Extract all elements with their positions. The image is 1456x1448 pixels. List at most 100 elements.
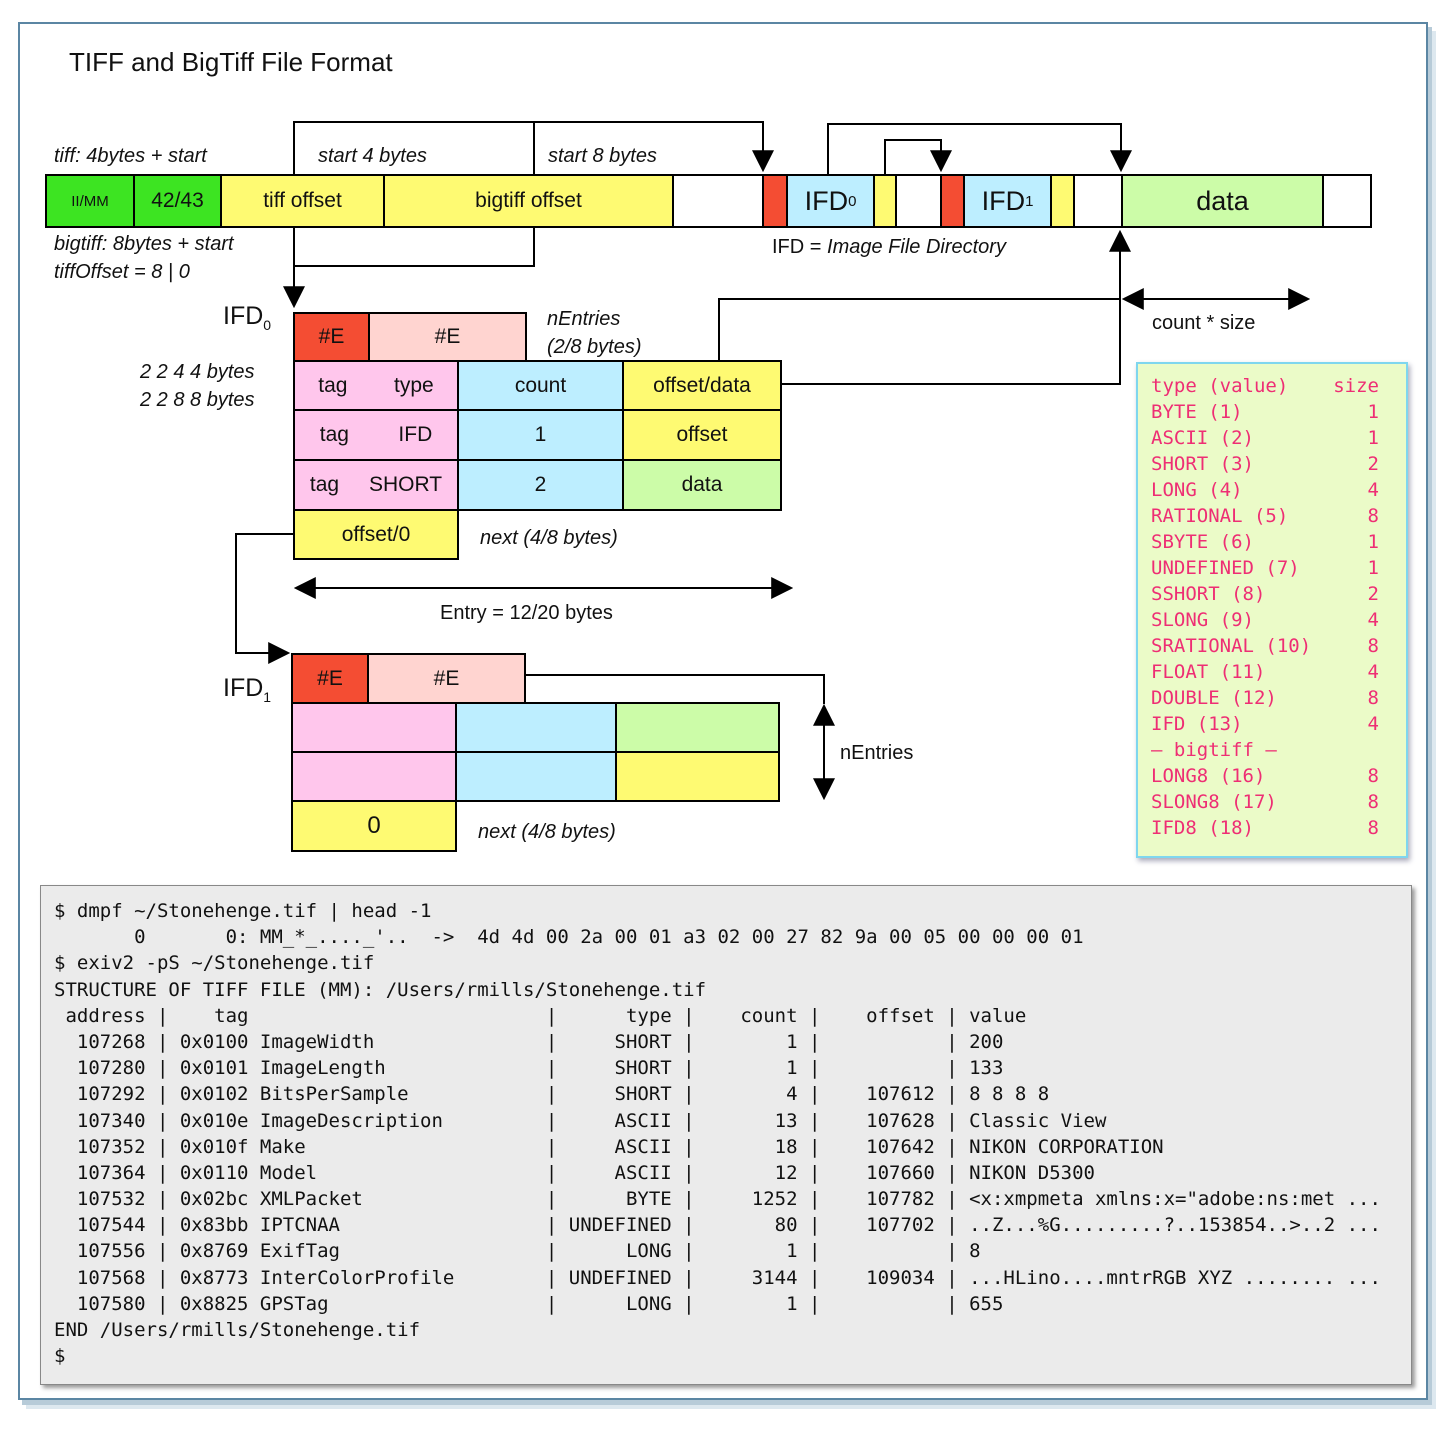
ifd1-row1-data	[615, 702, 780, 753]
terminal-line: 0 0: MM_*_...._'.. -> 4d 4d 00 2a 00 01 …	[54, 926, 1084, 949]
ifd0-next-cell	[873, 174, 897, 228]
type-size: 4	[1367, 713, 1379, 735]
page-title: TIFF and BigTiff File Format	[69, 47, 393, 77]
size-header: size	[1333, 375, 1379, 397]
magic-cell: 42/43	[133, 174, 222, 228]
arrow-next-to-ifd1	[235, 533, 294, 664]
type-table-row: SBYTE (6) 1	[1151, 529, 1379, 555]
type-size: 4	[1367, 661, 1379, 683]
terminal-line: address | tag | type | count | offset | …	[54, 1004, 1027, 1027]
type-name: FLOAT (11)	[1151, 661, 1266, 683]
type-name: — bigtiff —	[1151, 739, 1277, 761]
terminal-line: 107352 | 0x010f Make | ASCII | 18 | 1076…	[54, 1135, 1164, 1158]
type-table-row: IFD (13) 4	[1151, 711, 1379, 737]
ifd1-count-cell	[940, 174, 965, 228]
type-name: SLONG (9)	[1151, 609, 1254, 631]
ifd0-label-sub: 0	[263, 317, 272, 333]
ifd0-next-offset: offset/0	[293, 509, 459, 560]
ifd0-row3-tag: tag	[309, 473, 340, 496]
type-table-row: DOUBLE (12) 8	[1151, 685, 1379, 711]
type-size: 8	[1367, 687, 1379, 709]
start4-note: start 4 bytes	[318, 145, 427, 167]
type-table-row: IFD8 (18)8	[1151, 815, 1379, 841]
type-name: SRATIONAL (10)	[1151, 635, 1312, 657]
type-name: IFD (13)	[1151, 713, 1243, 735]
ifd1-bar-label: IFD	[981, 185, 1026, 216]
ifd0-row2-offset: offset	[622, 409, 782, 461]
start8-note: start 8 bytes	[548, 145, 657, 167]
count-size-note: count * size	[1152, 312, 1256, 334]
type-name: ASCII (2)	[1151, 427, 1254, 449]
type-table-row: UNDEFINED (7)1	[1151, 555, 1379, 581]
ifd0-bar-label: IFD	[804, 185, 849, 216]
ifd1-next-offset: 0	[291, 800, 457, 852]
ifd0-row2-tag: tag	[319, 423, 349, 446]
type-table-row: ASCII (2)1	[1151, 425, 1379, 451]
ifd0-count-cell	[762, 174, 788, 228]
ifd1-entry-count-cell-2: #E	[367, 653, 526, 704]
line-ifd1-nentries	[526, 674, 825, 704]
entry-size-note: Entry = 12/20 bytes	[440, 602, 613, 624]
tiff-header-note: tiff: 4bytes + start	[54, 145, 207, 167]
type-name: SHORT (3)	[1151, 453, 1254, 475]
type-name: SLONG8 (17)	[1151, 791, 1277, 813]
ifd0-bar-subscript: 0	[848, 192, 857, 210]
ifd0-row2-tagtype: tag IFD	[293, 409, 459, 461]
type-table-row: SLONG (9)4	[1151, 607, 1379, 633]
ifd0-next-note: next (4/8 bytes)	[480, 527, 618, 549]
ifd0-row1-tag: tag	[318, 373, 348, 397]
type-name: DOUBLE (12)	[1151, 687, 1277, 709]
nentries-bytes-note: (2/8 bytes)	[547, 336, 642, 358]
line-offset-to-data	[718, 298, 1120, 360]
bytes-tiff-note: 2 2 4 4 bytes	[140, 361, 255, 383]
tiff-offset-cell: tiff offset	[220, 174, 385, 228]
type-name: IFD8 (18)	[1151, 817, 1254, 839]
ifd1-next-cell	[1050, 174, 1075, 228]
terminal-line: END /Users/rmills/Stonehenge.tif	[54, 1319, 421, 1341]
nentries-note: nEntries	[547, 308, 621, 330]
ifd1-row2-offset	[615, 751, 780, 802]
type-table-row: SRATIONAL (10)8	[1151, 633, 1379, 659]
ifd0-row3-count: 2	[457, 459, 624, 511]
ifd0-label: IFD0	[223, 302, 271, 333]
gap-cell-3	[1073, 174, 1123, 228]
type-name: RATIONAL (5)	[1151, 505, 1289, 527]
ifd-definition: IFD = Image File Directory	[772, 236, 1006, 259]
type-table-row: LONG8 (16)8	[1151, 763, 1379, 789]
bigtiff-offset-cell: bigtiff offset	[383, 174, 674, 228]
terminal-line: 107580 | 0x8825 GPSTag | LONG | 1 | | 65…	[54, 1292, 1004, 1315]
type-size: 1	[1367, 531, 1379, 553]
terminal-line: $ exiv2 -pS ~/Stonehenge.tif	[54, 952, 375, 975]
type-name: UNDEFINED (7)	[1151, 557, 1300, 579]
ifd0-entry-count-cell-2: #E	[368, 312, 527, 362]
tiffoffset-note: tiffOffset = 8 | 0	[54, 261, 190, 283]
terminal-line: $	[54, 1345, 66, 1368]
ifd1-entry-count-cell: #E	[291, 653, 369, 704]
arrow-offsetdata-to-data	[782, 229, 1131, 385]
gap-cell-2	[895, 174, 942, 228]
terminal-line: 107532 | 0x02bc XMLPacket | BYTE | 1252 …	[54, 1188, 1381, 1211]
type-table-row: LONG (4)4	[1151, 477, 1379, 503]
type-table-row: SLONG8 (17)8	[1151, 789, 1379, 815]
terminal-line: 107556 | 0x8769 ExifTag | LONG | 1 | | 8	[54, 1240, 981, 1263]
ifd1-label-sub: 1	[263, 689, 272, 705]
ifd1-row2-tagtype	[291, 751, 457, 802]
type-size: 4	[1367, 479, 1379, 501]
type-name: SSHORT (8)	[1151, 583, 1266, 605]
type-table-row: SSHORT (8)2	[1151, 581, 1379, 607]
ifd0-label-main: IFD	[223, 302, 264, 330]
terminal-output: $ dmpf ~/Stonehenge.tif | head -1 0 0: M…	[40, 885, 1412, 1385]
terminal-line: 107268 | 0x0100 ImageWidth | SHORT | 1 |…	[54, 1030, 1004, 1053]
ifd0-row2-type: IFD	[398, 423, 433, 446]
ifd1-label: IFD1	[223, 674, 271, 705]
type-name: SBYTE (6)	[1151, 531, 1254, 553]
ifd1-row1-tagtype	[291, 702, 457, 753]
type-size: 8	[1367, 765, 1379, 787]
arrow-ifd0-next-to-ifd1	[884, 139, 952, 174]
terminal-line: $ dmpf ~/Stonehenge.tif | head -1	[54, 900, 432, 922]
type-table-row: RATIONAL (5)8	[1151, 503, 1379, 529]
byte-order-cell: II/MM	[45, 174, 135, 228]
